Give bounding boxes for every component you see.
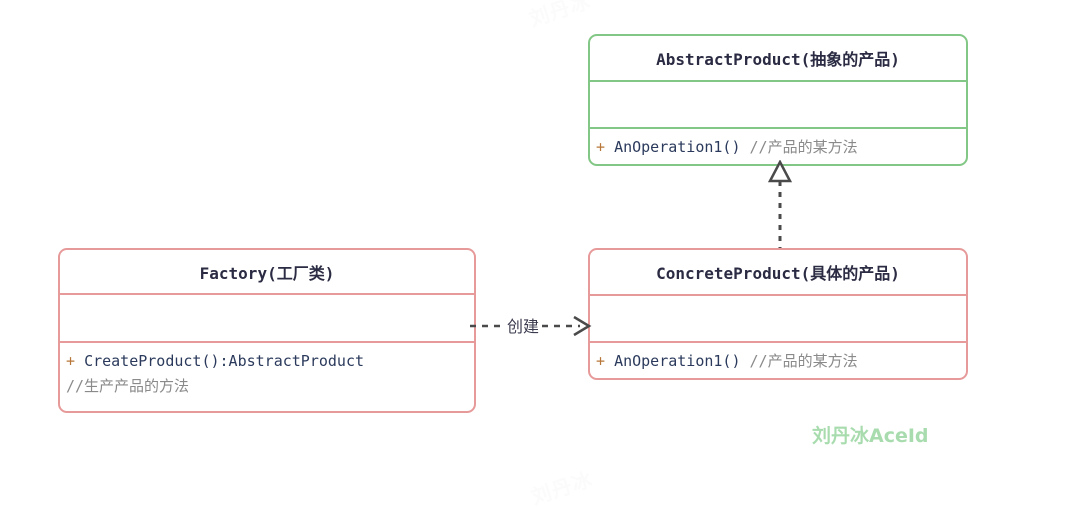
operation-signature: AnOperation1() <box>614 138 741 156</box>
dependency-connector <box>470 315 592 337</box>
dependency-label: 创建 <box>505 313 542 337</box>
class-box-concrete-product[interactable]: ConcreteProduct(具体的产品) + AnOperation1() … <box>588 248 968 380</box>
visibility-marker: + <box>66 352 76 370</box>
operation-comment: //产品的某方法 <box>749 138 858 156</box>
class-divider <box>590 80 966 82</box>
hollow-triangle-arrowhead <box>767 160 793 183</box>
operation-comment: //产品的某方法 <box>749 352 858 370</box>
class-divider <box>590 127 966 129</box>
realization-connector <box>767 160 793 252</box>
class-box-abstract-product[interactable]: AbstractProduct(抽象的产品) + AnOperation1() … <box>588 34 968 166</box>
class-title-concrete-product: ConcreteProduct(具体的产品) <box>656 264 900 283</box>
class-divider <box>60 341 474 343</box>
operation-comment: //生产产品的方法 <box>66 377 190 395</box>
open-arrowhead <box>573 315 592 337</box>
class-attributes-concrete-product <box>590 296 966 341</box>
watermark-brand: 刘丹冰AceId <box>812 425 929 447</box>
watermark-faint-top: 刘丹冰 <box>526 0 594 32</box>
class-title-factory: Factory(工厂类) <box>199 263 335 283</box>
operation-row: + CreateProduct():AbstractProduct <box>66 349 474 374</box>
visibility-marker: + <box>596 138 606 156</box>
class-operations-concrete-product: + AnOperation1() //产品的某方法 <box>590 343 966 378</box>
class-operations-factory: + CreateProduct():AbstractProduct //生产产品… <box>60 343 474 411</box>
class-operations-abstract-product: + AnOperation1() //产品的某方法 <box>590 129 966 164</box>
class-attributes-factory <box>60 295 474 341</box>
operation-signature: AnOperation1() <box>614 352 741 370</box>
operation-row: + AnOperation1() //产品的某方法 <box>596 349 966 374</box>
class-divider <box>590 341 966 343</box>
operation-comment-row: //生产产品的方法 <box>66 374 474 399</box>
operation-row: + AnOperation1() //产品的某方法 <box>596 135 966 160</box>
class-divider <box>60 293 474 295</box>
watermark-faint-bottom: 刘丹冰 <box>528 466 596 510</box>
operation-signature: CreateProduct():AbstractProduct <box>84 352 365 370</box>
class-title-abstract-product: AbstractProduct(抽象的产品) <box>656 50 900 69</box>
class-attributes-abstract-product <box>590 82 966 127</box>
class-divider <box>590 294 966 296</box>
visibility-marker: + <box>596 352 606 370</box>
class-box-factory[interactable]: Factory(工厂类) + CreateProduct():AbstractP… <box>58 248 476 413</box>
